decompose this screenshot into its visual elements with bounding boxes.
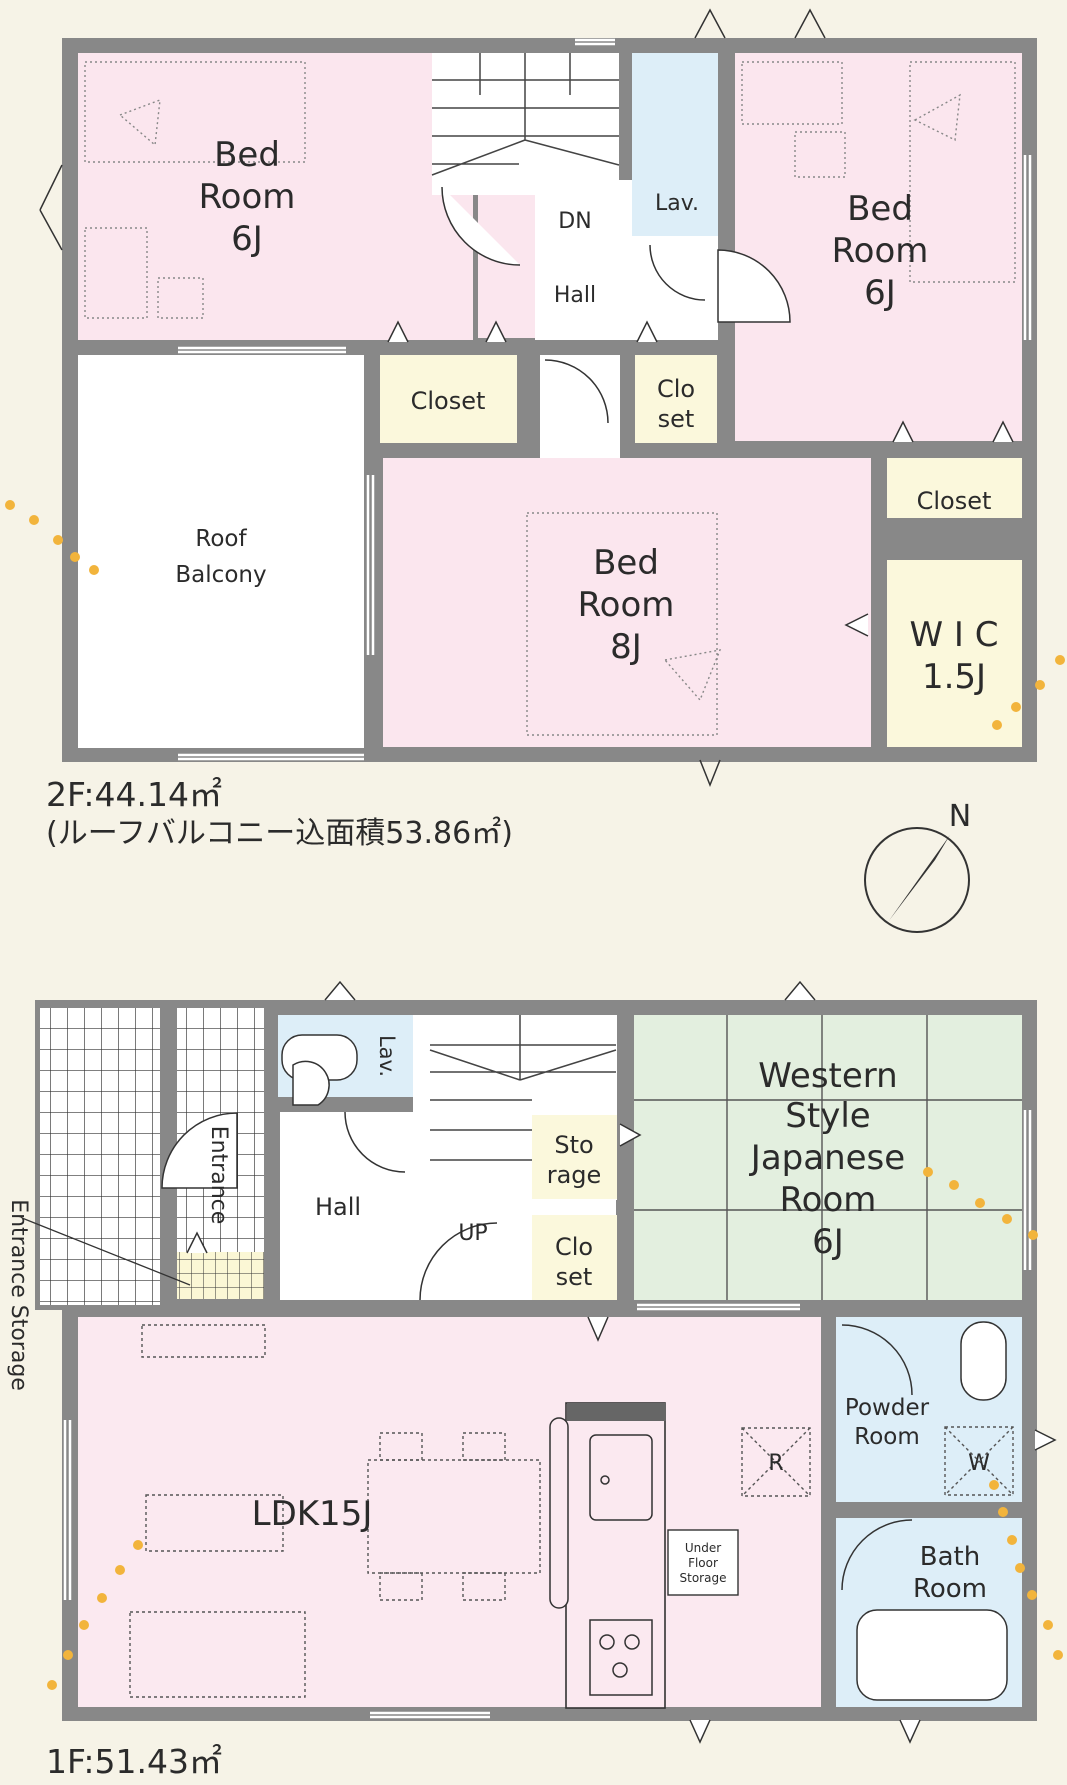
entry-marks-2f xyxy=(39,8,826,788)
bed-s-line1: Bed xyxy=(593,543,659,583)
entrance-step xyxy=(177,1252,264,1299)
bedroom-nw-alcove xyxy=(478,193,540,338)
dotted-path xyxy=(5,500,1065,1690)
door-1f-lav[interactable] xyxy=(344,1111,406,1173)
bedroom-ne xyxy=(735,53,1022,441)
lavatory-2f xyxy=(632,53,718,236)
door-1f-ldk[interactable] xyxy=(419,1222,498,1301)
japanese-line1: Western xyxy=(758,1056,897,1096)
bedroom-nw xyxy=(78,53,473,340)
storage-line1: Sto xyxy=(554,1131,593,1159)
under-floor-line1: Under xyxy=(685,1541,721,1555)
door-bath[interactable] xyxy=(841,1519,913,1591)
lav-1f-label: Lav. xyxy=(375,1035,399,1077)
closet-west-label: Closet xyxy=(411,387,486,415)
japanese-line2: Style xyxy=(785,1096,870,1136)
bed-nw-line2: Room xyxy=(199,177,296,217)
under-floor-box xyxy=(667,1529,739,1596)
stair-treads-1f xyxy=(429,1015,617,1161)
windows-1f xyxy=(63,1110,1032,1719)
furniture-2f xyxy=(84,61,1016,736)
bed-s-line3: 8J xyxy=(610,627,642,667)
closet-mid-line2: set xyxy=(658,405,695,433)
closet-door-marks-2f xyxy=(387,320,1014,637)
tatami-lines xyxy=(634,1015,1022,1300)
entrance-storage-label: Entrance Storage xyxy=(6,1199,31,1391)
balcony-line2: Balcony xyxy=(175,562,266,588)
japanese-line4: Room xyxy=(780,1180,877,1220)
hall-1f-label: Hall xyxy=(315,1193,361,1221)
area-2f-note: (ルーフバルコニー込面積53.86㎡) xyxy=(46,816,513,851)
furniture-1f xyxy=(129,1324,1014,1698)
closet-east-label: Closet xyxy=(917,487,992,515)
closet-1f-line1: Clo xyxy=(555,1233,593,1261)
closet-mid-line1: Clo xyxy=(657,375,695,403)
bed-ne-line2: Room xyxy=(832,231,929,271)
windows-2f xyxy=(178,38,1032,761)
kitchen xyxy=(549,1402,666,1709)
entrance-storage-leader xyxy=(21,1217,191,1286)
floor-2f: Bed Room 6J Bed Room 6J Bed Room 8J Clos… xyxy=(39,8,1037,788)
closet-mid-2f xyxy=(635,355,717,443)
hall-1f xyxy=(280,1112,413,1300)
labels-1f: Western Style Japanese Room 6J LDK15J Po… xyxy=(6,1035,990,1604)
area-2f: 2F:44.14㎡ xyxy=(46,775,223,814)
lav-2f-label: Lav. xyxy=(655,191,699,216)
roof-balcony xyxy=(78,355,364,748)
closet-1f xyxy=(532,1215,617,1300)
bed-nw-line3: 6J xyxy=(231,219,263,259)
hall-2f-label: Hall xyxy=(554,283,596,308)
washer-label: W xyxy=(968,1451,990,1476)
wic-line2: 1.5J xyxy=(922,657,986,697)
entrance-label: Entrance xyxy=(206,1126,231,1225)
stairs-up-label: UP xyxy=(458,1221,487,1246)
labels-2f: Bed Room 6J Bed Room 6J Bed Room 8J Clos… xyxy=(175,135,998,697)
fixtures-1f xyxy=(281,1034,1008,1701)
storage-line2: rage xyxy=(547,1161,602,1189)
ldk-label: LDK15J xyxy=(252,1494,373,1534)
bath-line2: Room xyxy=(913,1574,987,1604)
powder-line2: Room xyxy=(854,1424,920,1450)
wic-line1: W I C xyxy=(909,615,998,655)
closet-west-2f xyxy=(380,355,517,443)
stair-treads-2f xyxy=(431,53,620,176)
compass-north-label: N xyxy=(949,799,971,834)
entrance-storage-tiles xyxy=(40,1008,160,1305)
door-2f-lav[interactable] xyxy=(649,244,706,301)
storage-1f xyxy=(532,1115,617,1199)
door-powder[interactable] xyxy=(841,1324,913,1396)
fridge-label: R xyxy=(768,1451,783,1476)
closet-1f-line2: set xyxy=(556,1263,593,1291)
powder-line1: Powder xyxy=(845,1395,930,1421)
bed-ne-line3: 6J xyxy=(864,273,896,313)
bed-ne-line1: Bed xyxy=(847,189,913,229)
door-2f-bedroom-nw[interactable] xyxy=(441,186,521,266)
floor-1f: Western Style Japanese Room 6J LDK15J Po… xyxy=(6,980,1057,1744)
japanese-line5: 6J xyxy=(812,1222,844,1262)
door-2f-bedroom-s[interactable] xyxy=(544,359,609,424)
bed-nw-line1: Bed xyxy=(214,135,280,175)
area-1f: 1F:51.43㎡ xyxy=(46,1742,223,1781)
bath-line1: Bath xyxy=(920,1542,980,1572)
door-entrance[interactable] xyxy=(161,1112,238,1189)
balcony-line1: Roof xyxy=(195,526,247,552)
door-2f-bedroom-ne[interactable] xyxy=(717,249,791,323)
japanese-line3: Japanese xyxy=(749,1138,905,1178)
bed-s-line2: Room xyxy=(578,585,675,625)
ldk xyxy=(78,1317,821,1707)
under-floor-line2: Floor xyxy=(688,1556,718,1570)
japanese-room xyxy=(634,1015,1022,1300)
under-floor-line3: Storage xyxy=(680,1571,727,1585)
entry-marks-1f xyxy=(186,980,1057,1744)
stairs-dn-label: DN xyxy=(558,209,591,234)
bedroom-south xyxy=(383,458,871,747)
closet-east-2f xyxy=(887,458,1022,518)
walk-in-closet xyxy=(887,560,1022,747)
compass: N xyxy=(864,799,971,933)
